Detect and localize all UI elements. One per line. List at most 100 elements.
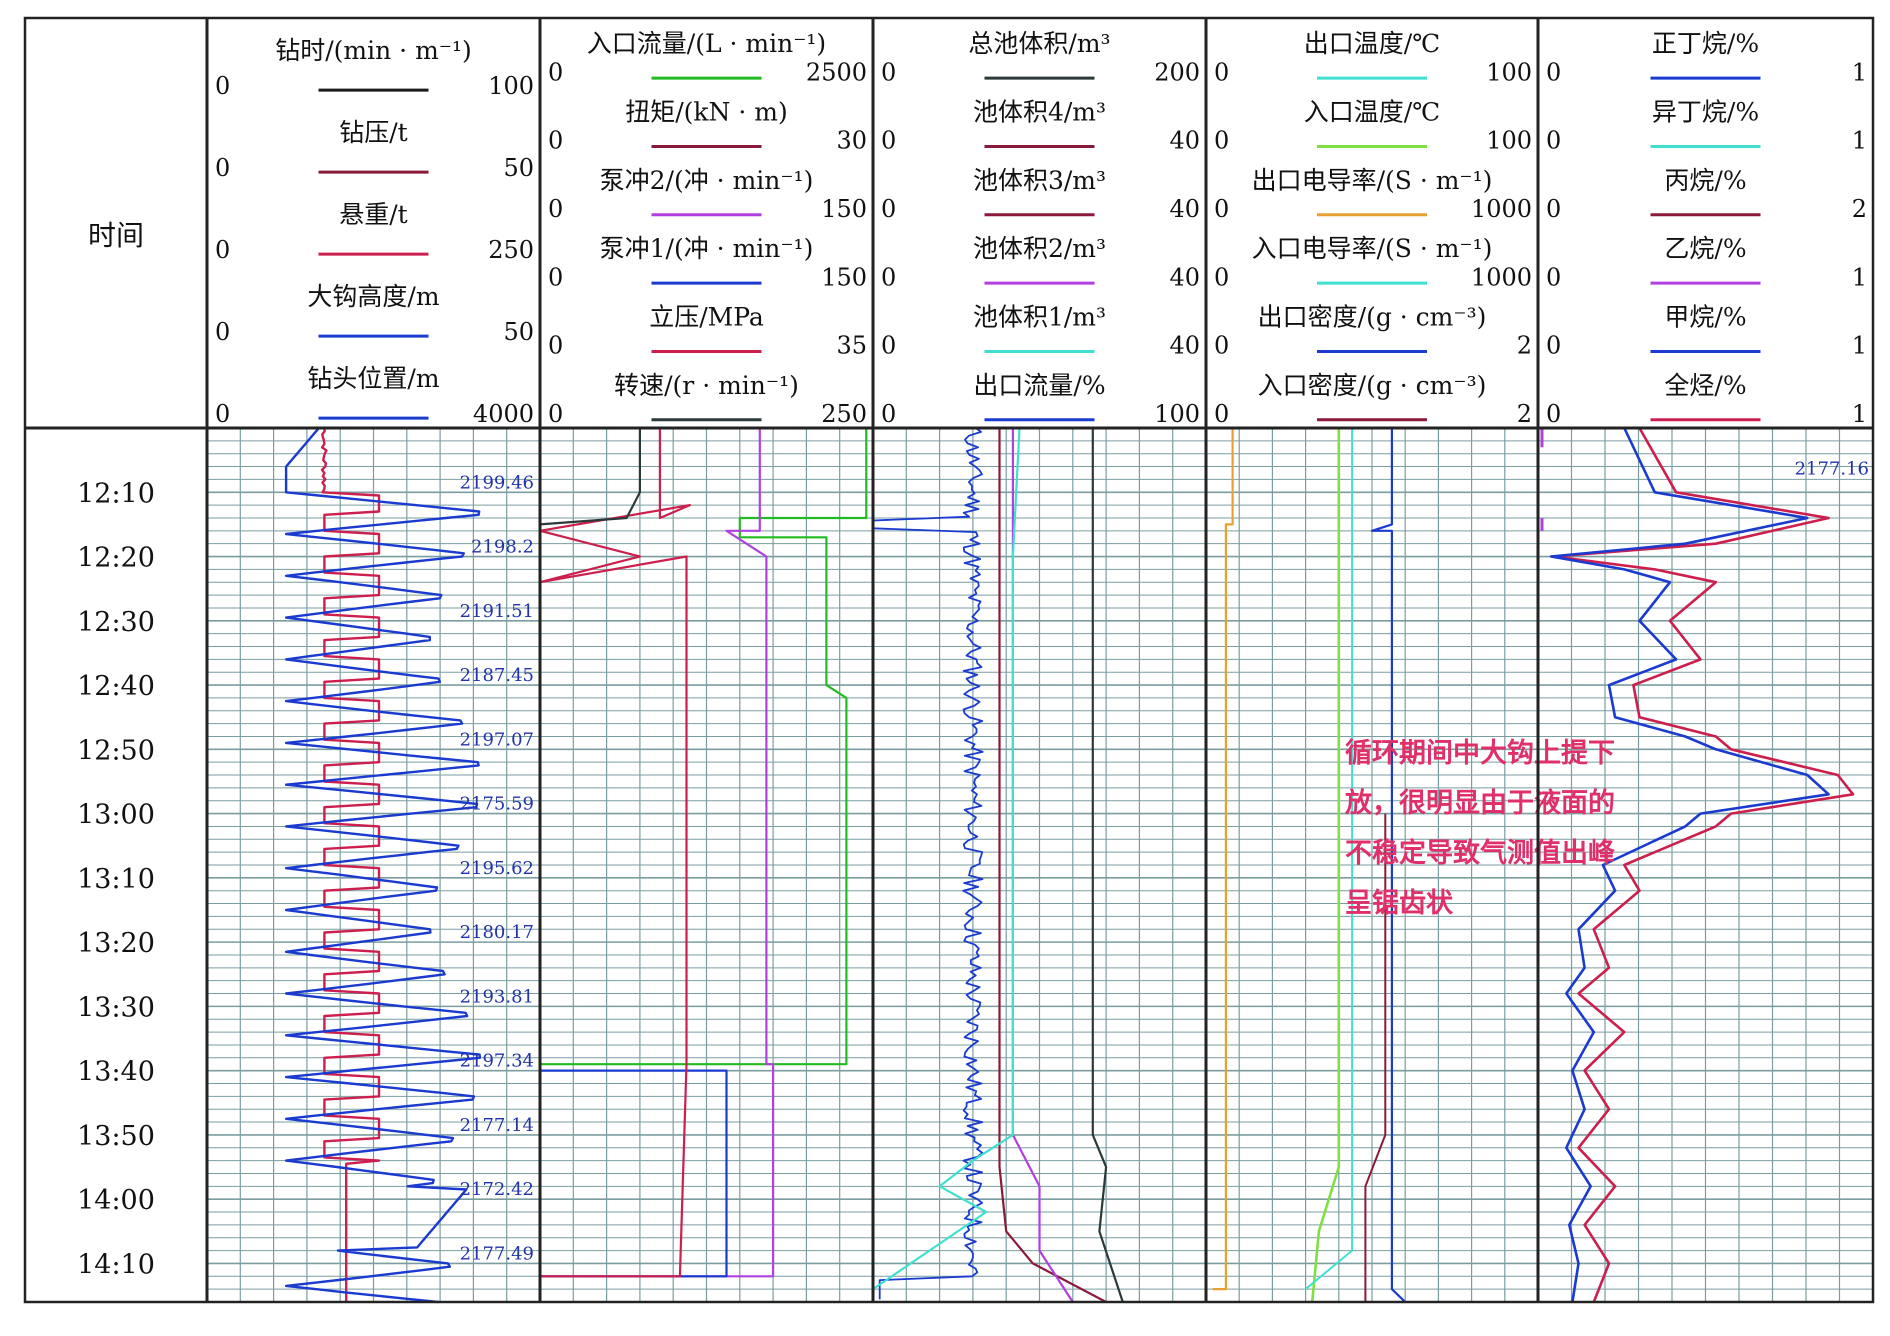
scale-min: 0 <box>881 400 896 428</box>
scale-max: 1000 <box>1471 263 1532 291</box>
time-tick: 13:50 <box>77 1121 155 1152</box>
time-tick: 12:50 <box>77 735 155 766</box>
scale-max: 100 <box>1154 400 1200 428</box>
depth-label: 2197.07 <box>460 729 534 750</box>
scale-min: 0 <box>548 127 563 155</box>
scale-min: 0 <box>1214 332 1229 360</box>
time-tick: 13:20 <box>77 928 155 959</box>
scale-max: 100 <box>1486 127 1532 155</box>
time-header: 时间 <box>88 219 144 252</box>
scale-max: 150 <box>821 263 867 291</box>
depth-label: 2172.42 <box>460 1179 534 1200</box>
scale-max: 250 <box>821 400 867 428</box>
curve-name: 入口流量/(L · min⁻¹) <box>587 29 826 58</box>
annotation-line: 放，很明显由于液面的 <box>1344 787 1615 819</box>
annotation-line: 呈锯齿状 <box>1345 888 1454 919</box>
curve-name: 出口电导率/(S · m⁻¹) <box>1252 166 1493 195</box>
pump2-curve <box>540 428 775 1278</box>
scale-min: 0 <box>548 263 563 291</box>
scale-max: 150 <box>821 195 867 223</box>
scale-min: 0 <box>215 154 230 182</box>
curve-name: 入口电导率/(S · m⁻¹) <box>1252 234 1493 263</box>
scale-min: 0 <box>215 400 230 428</box>
depth-label: 2197.34 <box>460 1051 534 1072</box>
time-tick: 13:10 <box>77 864 155 895</box>
time-tick: 14:00 <box>77 1185 155 1216</box>
time-tick: 13:40 <box>77 1057 155 1088</box>
curve-name: 出口密度/(g · cm⁻³) <box>1258 303 1487 332</box>
scale-min: 0 <box>1546 400 1561 428</box>
time-tick: 12:10 <box>77 478 155 509</box>
scale-min: 0 <box>548 400 563 428</box>
scale-min: 0 <box>881 127 896 155</box>
curve-name: 池体积2/m³ <box>973 234 1106 263</box>
outlet-conductivity-curve <box>1212 428 1234 1291</box>
scale-max: 40 <box>1169 195 1200 223</box>
curve-name: 池体积3/m³ <box>973 166 1106 195</box>
time-tick: 12:30 <box>77 607 155 638</box>
scale-min: 0 <box>1214 127 1229 155</box>
scale-max: 30 <box>836 127 867 155</box>
scale-min: 0 <box>1546 58 1561 86</box>
curve-name: 入口密度/(g · cm⁻³) <box>1258 371 1487 400</box>
scale-max: 2 <box>1517 400 1532 428</box>
scale-min: 0 <box>548 58 563 86</box>
inlet-temp-curve <box>1310 428 1341 1303</box>
curve-name: 出口流量/% <box>973 371 1105 400</box>
curve-name: 立压/MPa <box>649 303 764 332</box>
curve-name: 钻时/(min · m⁻¹) <box>275 36 472 65</box>
outlet-density-curve <box>1370 428 1406 1303</box>
scale-max: 1 <box>1852 127 1867 155</box>
curve-name: 出口温度/℃ <box>1304 29 1440 58</box>
scale-max: 2 <box>1517 332 1532 360</box>
scale-min: 0 <box>1214 195 1229 223</box>
scale-max: 1 <box>1852 58 1867 86</box>
scale-min: 0 <box>548 195 563 223</box>
hook-height-curve <box>284 427 482 1304</box>
depth-label: 2187.45 <box>460 665 534 686</box>
scale-max: 1 <box>1852 263 1867 291</box>
curves <box>284 427 1855 1304</box>
depth-labels: 2199.462198.22191.512187.452197.072175.5… <box>460 458 1869 1264</box>
time-tick: 13:00 <box>77 800 155 831</box>
scale-max: 100 <box>1486 58 1532 86</box>
inlet-flow-curve <box>540 428 868 1066</box>
scale-min: 0 <box>881 332 896 360</box>
scale-min: 0 <box>881 195 896 223</box>
time-tick: 13:30 <box>77 992 155 1023</box>
curve-name: 总池体积/m³ <box>968 29 1110 58</box>
scale-min: 0 <box>881 58 896 86</box>
curve-name: 正丁烷/% <box>1652 29 1759 58</box>
scale-min: 0 <box>215 72 230 100</box>
frame <box>23 16 1875 1304</box>
depth-label: 2177.14 <box>460 1115 534 1136</box>
scale-min: 0 <box>1214 400 1229 428</box>
scale-max: 40 <box>1169 263 1200 291</box>
curve-name: 泵冲1/(冲 · min⁻¹) <box>600 234 814 263</box>
scale-min: 0 <box>1546 263 1561 291</box>
time-tick: 12:40 <box>77 671 155 702</box>
gas-series-curve <box>1552 427 1855 1303</box>
depth-label: 2195.62 <box>460 858 534 879</box>
curve-name: 扭矩/(kN · m) <box>625 98 788 127</box>
time-axis: 12:1012:2012:3012:4012:5013:0013:1013:20… <box>77 478 155 1280</box>
annotation-line: 不稳定导致气测值出峰 <box>1345 837 1615 869</box>
scale-max: 4000 <box>473 400 534 428</box>
curve-name: 悬重/t <box>339 200 407 229</box>
scale-max: 100 <box>488 72 534 100</box>
scale-min: 0 <box>548 332 563 360</box>
rpm-curve <box>539 428 642 526</box>
scale-max: 40 <box>1169 332 1200 360</box>
depth-label: 2180.17 <box>460 922 534 943</box>
scale-min: 0 <box>1214 263 1229 291</box>
scale-max: 35 <box>836 332 867 360</box>
scale-max: 1 <box>1852 332 1867 360</box>
curve-name: 大钩高度/m <box>307 282 439 311</box>
scale-min: 0 <box>1546 127 1561 155</box>
curve-name: 钻压/t <box>339 118 407 147</box>
curve-name: 钻头位置/m <box>307 364 439 393</box>
depth-label: 2193.81 <box>460 986 534 1007</box>
curve-name: 转速/(r · min⁻¹) <box>614 371 799 400</box>
